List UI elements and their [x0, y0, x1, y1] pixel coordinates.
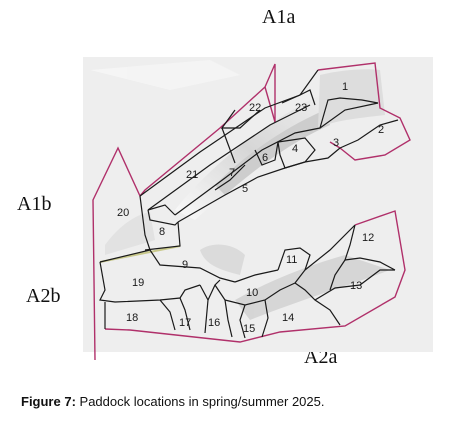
region-label-a1b: A1b — [17, 193, 52, 215]
paddock-label-2: 2 — [378, 124, 384, 136]
paddock-label-14: 14 — [282, 312, 294, 324]
paddock-label-3: 3 — [333, 137, 339, 149]
paddock-label-23: 23 — [295, 102, 307, 114]
caption-text: Paddock locations in spring/summer 2025. — [75, 394, 325, 409]
paddock-number-labels: 1 2 3 4 5 6 7 8 9 10 11 12 13 14 15 16 1… — [117, 81, 384, 335]
paddock-label-1: 1 — [342, 81, 348, 93]
paddock-label-17: 17 — [179, 317, 191, 329]
paddock-label-4: 4 — [292, 143, 298, 155]
paddock-label-7: 7 — [229, 167, 235, 179]
paddock-label-6: 6 — [262, 152, 268, 164]
outer-boundaries — [92, 62, 411, 361]
paddock-label-15: 15 — [243, 323, 255, 335]
paddock-label-11: 11 — [286, 254, 297, 266]
paddock-label-12: 12 — [362, 232, 374, 244]
paddock-boundaries — [99, 69, 399, 339]
paddock-label-10: 10 — [246, 287, 258, 299]
paddock-label-18: 18 — [126, 312, 138, 324]
paddock-label-19: 19 — [132, 277, 144, 289]
region-label-a2b: A2b — [26, 285, 61, 307]
paddock-label-13: 13 — [350, 280, 362, 292]
paddock-label-9: 9 — [182, 259, 188, 271]
figure-caption: Figure 7: Paddock locations in spring/su… — [21, 394, 441, 409]
paddock-label-5: 5 — [242, 183, 248, 195]
region-label-a1a: A1a — [262, 6, 296, 28]
paddock-label-8: 8 — [159, 226, 165, 238]
paddock-label-21: 21 — [186, 169, 198, 181]
paddock-label-16: 16 — [208, 317, 220, 329]
figure-number: Figure 7: — [21, 394, 76, 409]
paddock-label-22: 22 — [249, 102, 261, 114]
paddock-label-20: 20 — [117, 207, 129, 219]
